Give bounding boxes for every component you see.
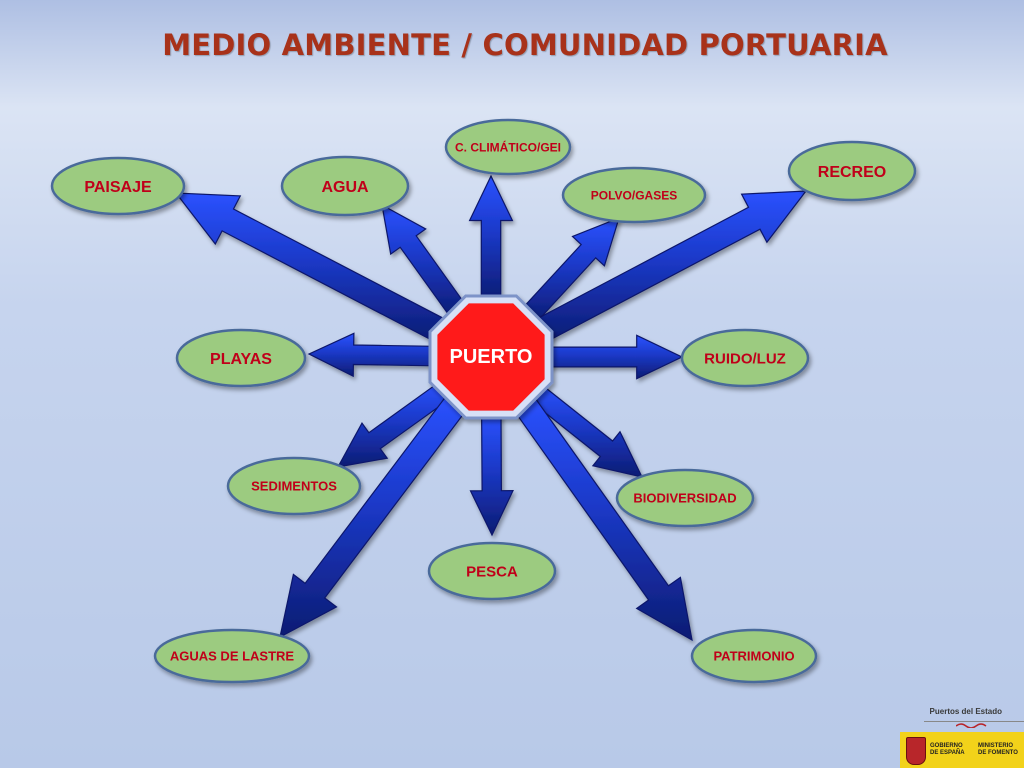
node-ellipse <box>615 468 755 528</box>
arrow-to-playas <box>307 332 436 378</box>
node-label: PATRIMONIO <box>713 649 794 664</box>
arrow-to-agua <box>381 203 468 319</box>
gobierno-text: GOBIERNO DE ESPAÑA <box>930 743 965 756</box>
node-label: PLAYAS <box>210 351 272 368</box>
node-ellipse <box>175 328 307 388</box>
node-label: RUIDO/LUZ <box>704 350 786 367</box>
node-ruido-luz: RUIDO/LUZ <box>680 328 810 388</box>
page-title: MEDIO AMBIENTE / COMUNIDAD PORTUARIA <box>162 28 888 62</box>
center-hub: PUERTO <box>428 294 554 420</box>
wave-icon <box>956 723 987 728</box>
node-polvo-gases: POLVO/GASES <box>561 166 707 224</box>
node-ellipse <box>226 456 362 516</box>
arrow-to-pesca <box>469 412 514 537</box>
node-patrimonio: PATRIMONIO <box>690 628 818 684</box>
node-ellipse <box>444 118 572 176</box>
node-label: PESCA <box>466 563 518 580</box>
arrow-to-ruido-luz <box>546 334 684 380</box>
arrow-to-c-climatico <box>468 174 514 302</box>
node-ellipse <box>50 156 186 216</box>
node-sedimentos: SEDIMENTOS <box>226 456 362 516</box>
arrow-to-paisaje <box>174 192 448 343</box>
footer-logo: GOBIERNO DE ESPAÑA MINISTERIO DE FOMENTO <box>900 704 1024 768</box>
node-label: C. CLIMÁTICO/GEI <box>455 139 561 154</box>
logo-divider <box>924 721 1024 722</box>
arrow-to-biodiversidad <box>527 383 644 478</box>
node-biodiversidad: BIODIVERSIDAD <box>615 468 755 528</box>
node-ellipse <box>153 628 311 684</box>
node-recreo: RECREO <box>787 140 917 202</box>
node-ellipse <box>690 628 818 684</box>
node-label: PAISAJE <box>84 179 152 196</box>
node-ellipse <box>280 155 410 217</box>
arrow-to-patrimonio <box>512 394 693 642</box>
node-paisaje: PAISAJE <box>50 156 186 216</box>
node-aguas-de-lastre: AGUAS DE LASTRE <box>153 628 311 684</box>
node-playas: PLAYAS <box>175 328 307 388</box>
node-label: AGUAS DE LASTRE <box>170 649 295 664</box>
node-ellipse <box>787 140 917 202</box>
node-ellipse <box>680 328 810 388</box>
node-agua: AGUA <box>280 155 410 217</box>
node-c-climatico: C. CLIMÁTICO/GEI <box>444 118 572 176</box>
node-label: AGUA <box>321 179 369 196</box>
arrow-to-aguas-de-lastre <box>279 393 468 639</box>
node-ellipse <box>427 541 557 601</box>
ministerio-text: MINISTERIO DE FOMENTO <box>978 743 1018 756</box>
node-label: SEDIMENTOS <box>251 479 337 494</box>
arrow-to-polvo-gases <box>520 216 620 324</box>
nodes-layer: C. CLIMÁTICO/GEI POLVO/GASES RECREO PAISAJE… <box>50 118 917 684</box>
node-label: POLVO/GASES <box>591 188 677 202</box>
coat-of-arms-icon <box>906 737 926 765</box>
node-pesca: PESCA <box>427 541 557 601</box>
center-label: PUERTO <box>450 346 533 368</box>
arrows-layer <box>174 174 808 642</box>
node-ellipse <box>561 166 707 224</box>
arrow-to-recreo <box>533 190 808 343</box>
gobierno-logo-box: GOBIERNO DE ESPAÑA MINISTERIO DE FOMENTO <box>900 732 1024 768</box>
node-label: RECREO <box>818 164 886 181</box>
node-label: BIODIVERSIDAD <box>633 491 736 506</box>
puertos-del-estado-text: Puertos del Estado <box>929 707 1002 716</box>
